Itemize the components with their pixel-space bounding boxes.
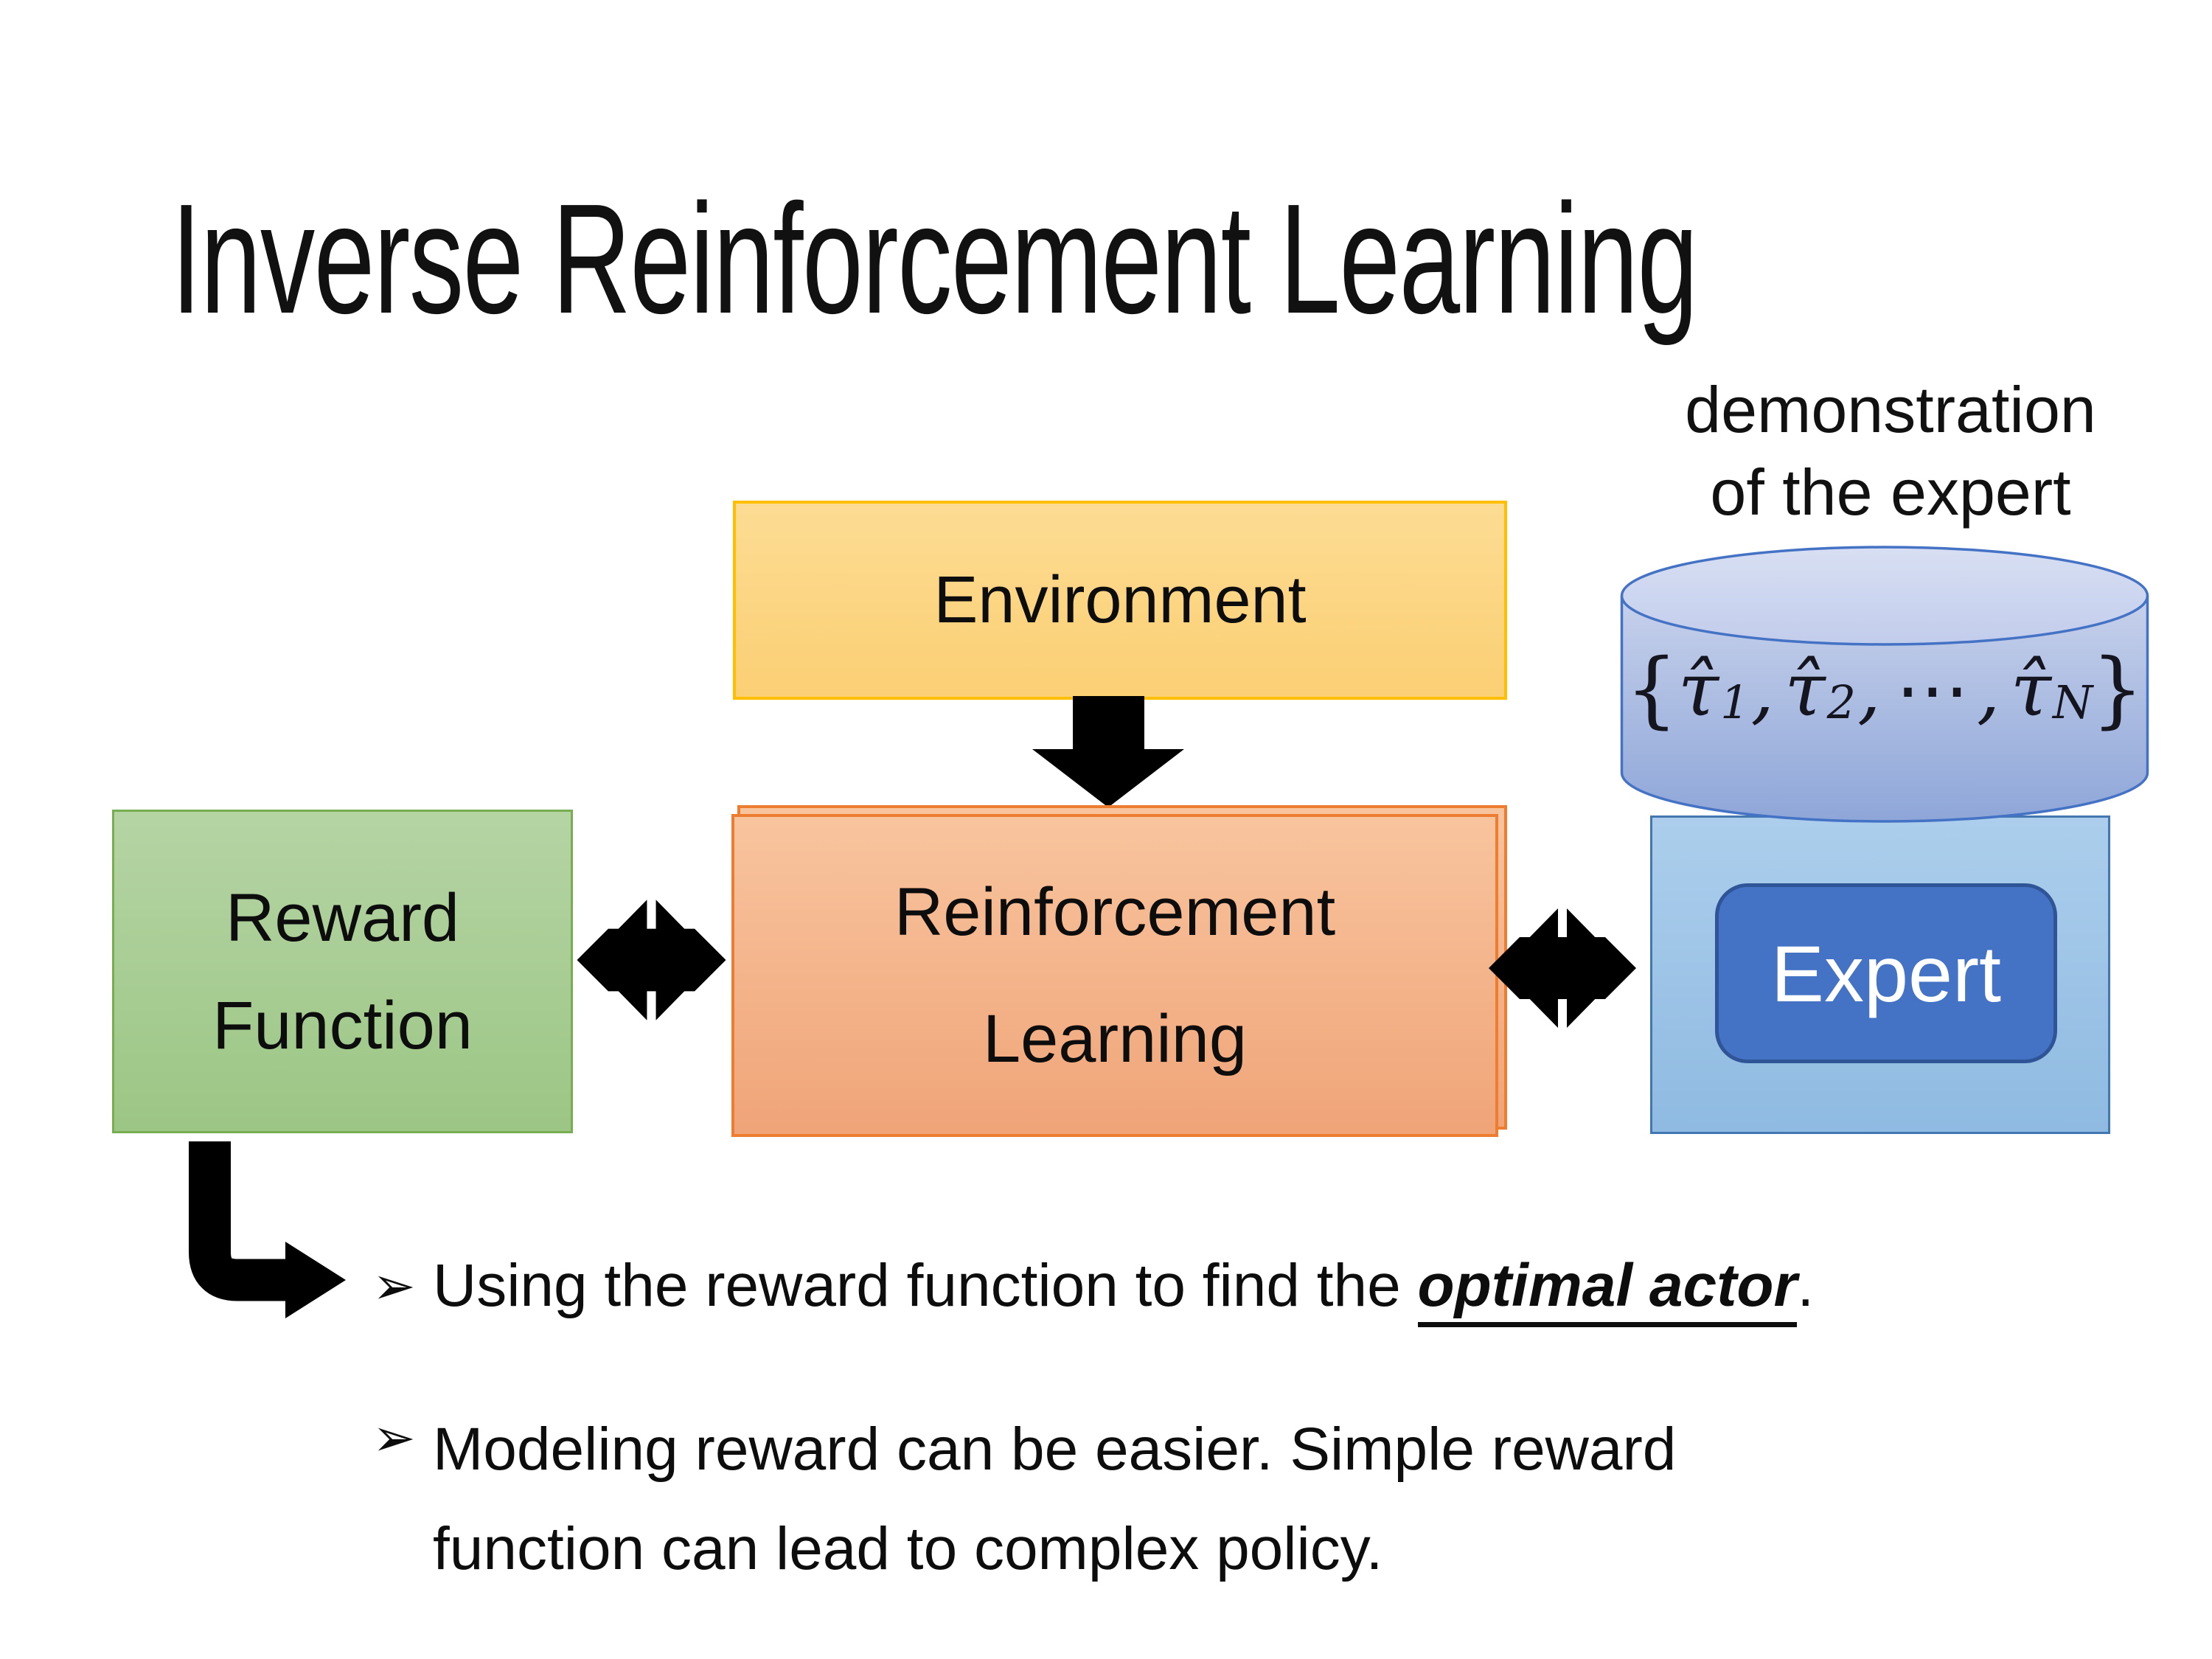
formula-dots: ⋯ (1895, 646, 1969, 733)
formula-tau2: τ̂ (1784, 646, 1826, 733)
bullet2-line1: Modeling reward can be easier. Simple re… (433, 1416, 1677, 1483)
bullet1-emphasis: optimal actor (1417, 1252, 1798, 1327)
expert-label: Expert (1770, 928, 2002, 1018)
formula-close-brace: } (2091, 641, 2144, 737)
bullet-marker-icon: ➢ (372, 1257, 416, 1315)
bent-arrow-icon (189, 1141, 346, 1318)
demonstration-label: demonstration of the expert (1591, 369, 2190, 534)
formula-tau1: τ̂ (1677, 646, 1719, 733)
bullet1-prefix: Using the reward function to find the (433, 1252, 1418, 1319)
bullet-optimal-actor: ➢ Using the reward function to find the … (372, 1248, 2090, 1327)
formula-sep3: , (1976, 646, 2000, 733)
formula-sep2: , (1857, 646, 1881, 733)
formula-sep1: , (1750, 646, 1775, 733)
reward-function-label-line1: Reward (225, 880, 459, 956)
page-title: Inverse Reinforcement Learning (171, 171, 1698, 346)
reinforcement-learning-label-line2: Learning (982, 1001, 1248, 1077)
exchange-arrows-left-icon (577, 900, 726, 1020)
reward-function-box: Reward Function (112, 810, 573, 1133)
reinforcement-learning-box: Reinforcement Learning (731, 814, 1498, 1137)
formula-open-brace: { (1625, 641, 1678, 737)
reinforcement-learning-label-line1: Reinforcement (894, 874, 1336, 950)
reward-function-label-line2: Function (212, 987, 473, 1063)
bullet2-line2: function can lead to complex policy. (433, 1515, 1383, 1582)
formula-tauN: τ̂ (2010, 646, 2052, 733)
demonstration-label-line1: demonstration (1685, 373, 2096, 446)
demonstration-label-line2: of the expert (1710, 456, 2071, 529)
bullet-modeling-reward: ➢ Modeling reward can be easier. Simple … (372, 1399, 2090, 1599)
expert-box: Expert (1715, 883, 2057, 1063)
database-cylinder-icon (1620, 546, 2149, 823)
exchange-arrows-right-icon (1489, 908, 1636, 1028)
down-arrow-icon (1032, 696, 1184, 807)
trajectory-set-formula: {τ̂1,τ̂2,⋯,τ̂N} (1625, 641, 2144, 737)
bullet-marker-icon: ➢ (372, 1409, 416, 1467)
environment-label: Environment (933, 563, 1307, 637)
bullet2-text: Modeling reward can be easier. Simple re… (433, 1399, 1676, 1599)
environment-box: Environment (733, 501, 1507, 700)
bullet1-text: Using the reward function to find the op… (433, 1248, 1815, 1327)
bullet1-suffix: . (1797, 1252, 1815, 1319)
